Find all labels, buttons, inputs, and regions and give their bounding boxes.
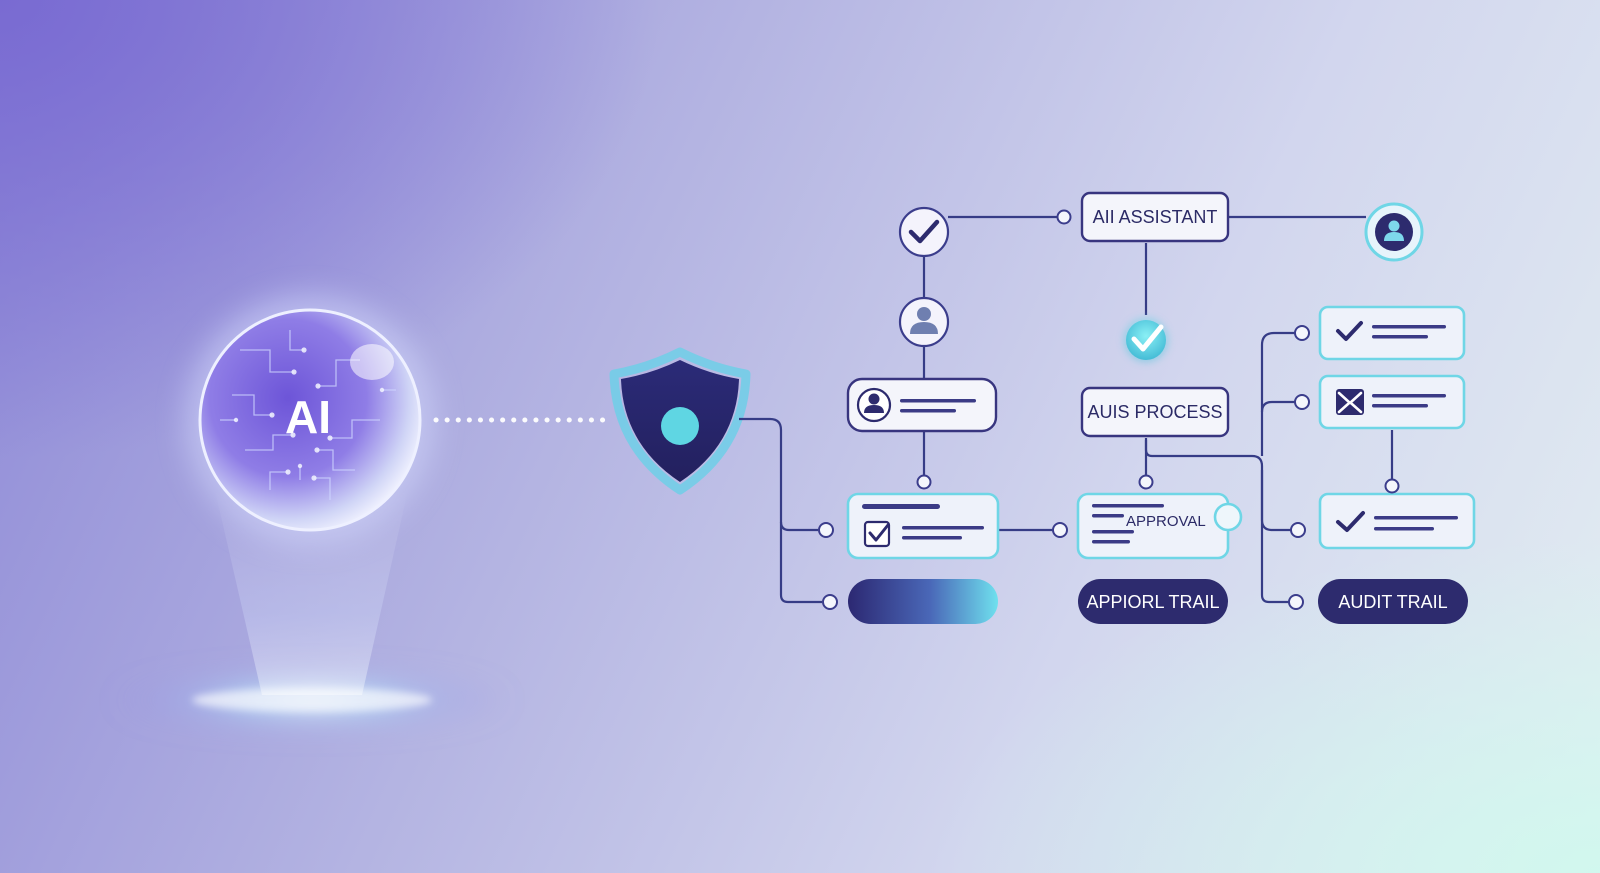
checkbox-icon xyxy=(863,520,891,548)
profile-card xyxy=(846,377,998,433)
shield-icon xyxy=(609,347,751,495)
approval-card: APPROVAL xyxy=(1076,492,1243,560)
circuit-pattern xyxy=(220,330,396,500)
task-card-checked xyxy=(1318,305,1466,361)
check-icon xyxy=(1336,321,1363,341)
process-label: AUIS PROCESS xyxy=(1087,402,1222,422)
sphere-highlight xyxy=(350,344,394,380)
avatar-node xyxy=(1364,202,1424,262)
assistant-label: AII ASSISTANT xyxy=(1093,207,1218,227)
light-beam xyxy=(215,490,408,695)
user-icon xyxy=(910,307,938,334)
check-icon xyxy=(908,219,940,244)
checkbox-card xyxy=(846,492,1000,560)
approval-label: APPROVAL xyxy=(1126,513,1206,530)
circuit-nodes xyxy=(233,347,385,481)
connection-ports xyxy=(818,209,1400,610)
process-node: AUIS PROCESS xyxy=(1080,386,1230,438)
user-icon xyxy=(856,387,892,423)
approval-trail-label: APPIORL TRAIL xyxy=(1086,592,1219,612)
check-icon xyxy=(1336,511,1365,532)
approval-port xyxy=(1213,502,1243,532)
base-ring xyxy=(192,688,432,712)
ai-hologram: AI xyxy=(112,295,512,730)
check-node xyxy=(898,206,950,258)
audit-trail-label: AUDIT TRAIL xyxy=(1338,592,1447,612)
user-node xyxy=(898,296,950,348)
envelope-icon xyxy=(1336,389,1364,415)
user-icon xyxy=(1384,220,1404,241)
connector-lines xyxy=(739,215,1394,604)
task-card-done xyxy=(1318,492,1476,550)
audit-trail-pill: AUDIT TRAIL xyxy=(1318,579,1468,624)
assistant-node: AII ASSISTANT xyxy=(1080,191,1230,243)
approval-trail-pill: APPIORL TRAIL xyxy=(1078,579,1228,624)
task-card-mail xyxy=(1318,374,1466,430)
check-icon xyxy=(1124,318,1168,362)
progress-pill xyxy=(848,579,998,624)
sphere-label: AI xyxy=(285,391,331,443)
